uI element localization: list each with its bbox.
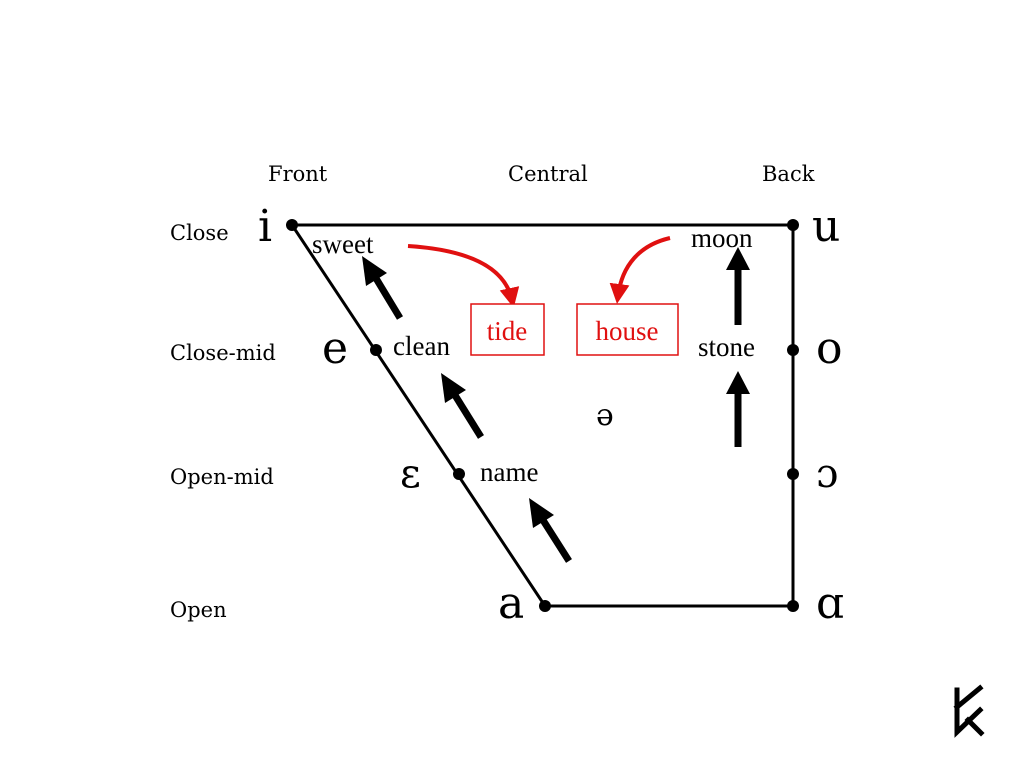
word-moon: moon (691, 223, 753, 253)
arrow-name-to-clean (441, 373, 484, 439)
dot-open-o (787, 468, 799, 480)
vowel-epsilon: ɛ (400, 451, 421, 497)
arrow-a-to-name (529, 498, 572, 563)
dot-o (787, 344, 799, 356)
dot-alpha (787, 600, 799, 612)
corner-logo-icon (953, 684, 985, 738)
row-label-open-mid: Open-mid (170, 465, 274, 489)
dot-u (787, 219, 799, 231)
vowel-a: a (498, 578, 524, 629)
row-label-close-mid: Close-mid (170, 341, 276, 365)
word-stone: stone (698, 332, 755, 362)
word-name: name (480, 457, 538, 487)
column-label-front: Front (268, 162, 328, 186)
column-label-central: Central (508, 162, 588, 186)
dot-a (539, 600, 551, 612)
vowel-u: u (812, 201, 840, 252)
vowel-open-o: ɔ (816, 451, 838, 497)
arrow-clean-to-sweet (362, 256, 403, 320)
box-tide (470, 303, 545, 356)
arrow-o-to-stone (726, 371, 750, 447)
arrow-stone-to-moon (726, 247, 750, 325)
vowel-alpha: ɑ (816, 578, 844, 629)
vowel-schwa: ə (596, 398, 614, 433)
vowel-trapezoid (290, 223, 795, 608)
diphthong-arrows (407, 236, 671, 308)
dot-epsilon (453, 468, 465, 480)
arrow-to-house (609, 236, 671, 304)
raising-arrows (362, 247, 750, 563)
word-house: house (596, 316, 659, 346)
row-label-close: Close (170, 221, 229, 245)
box-house (576, 303, 679, 356)
vowel-dots (286, 219, 799, 612)
row-label-open: Open (170, 598, 227, 622)
word-clean: clean (393, 331, 450, 361)
word-tide: tide (487, 316, 528, 346)
dot-i (286, 219, 298, 231)
vowel-i: i (258, 201, 272, 252)
vowel-o: o (816, 323, 843, 374)
dot-e (370, 344, 382, 356)
vowel-e: e (322, 323, 348, 374)
column-label-back: Back (762, 162, 815, 186)
word-sweet: sweet (312, 229, 374, 259)
arrow-to-tide (407, 244, 520, 308)
